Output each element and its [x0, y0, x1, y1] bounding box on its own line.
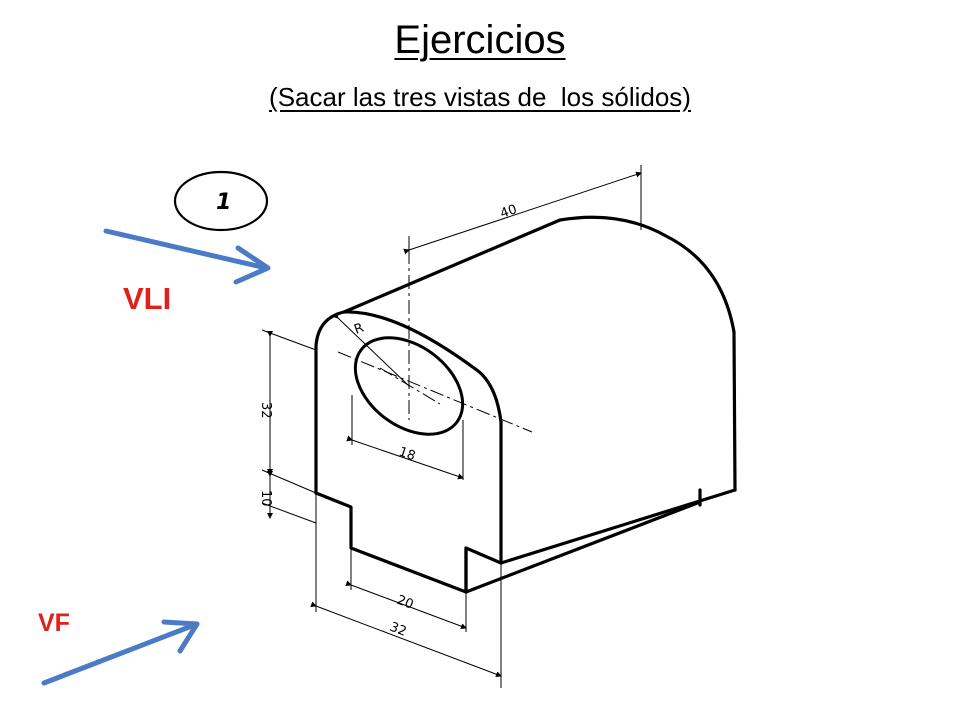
dim-radius: R	[352, 321, 366, 338]
arrow-right-icon	[41, 619, 200, 686]
dim-total-width: 32	[388, 620, 409, 640]
dimension-lines	[261, 165, 642, 688]
center-lines	[337, 250, 533, 433]
hole	[353, 336, 465, 436]
dim-height-upper: 32	[258, 402, 273, 419]
dim-notch-width: 20	[395, 593, 416, 613]
dim-hole-diameter: 18	[397, 445, 418, 465]
dim-length: 40	[498, 202, 519, 222]
arrow-right-icon	[103, 228, 271, 285]
view-label-left: VLI	[123, 281, 172, 316]
slide-subtitle: (Sacar las tres vistas de los sólidos)	[269, 82, 691, 112]
dim-height-lower: 10	[258, 490, 273, 507]
exercise-number-badge: 1	[173, 170, 269, 232]
view-label-front: VF	[38, 609, 70, 637]
slide-title: Ejercicios	[394, 18, 566, 62]
solid-outline	[314, 215, 737, 594]
exercise-number: 1	[216, 190, 231, 215]
